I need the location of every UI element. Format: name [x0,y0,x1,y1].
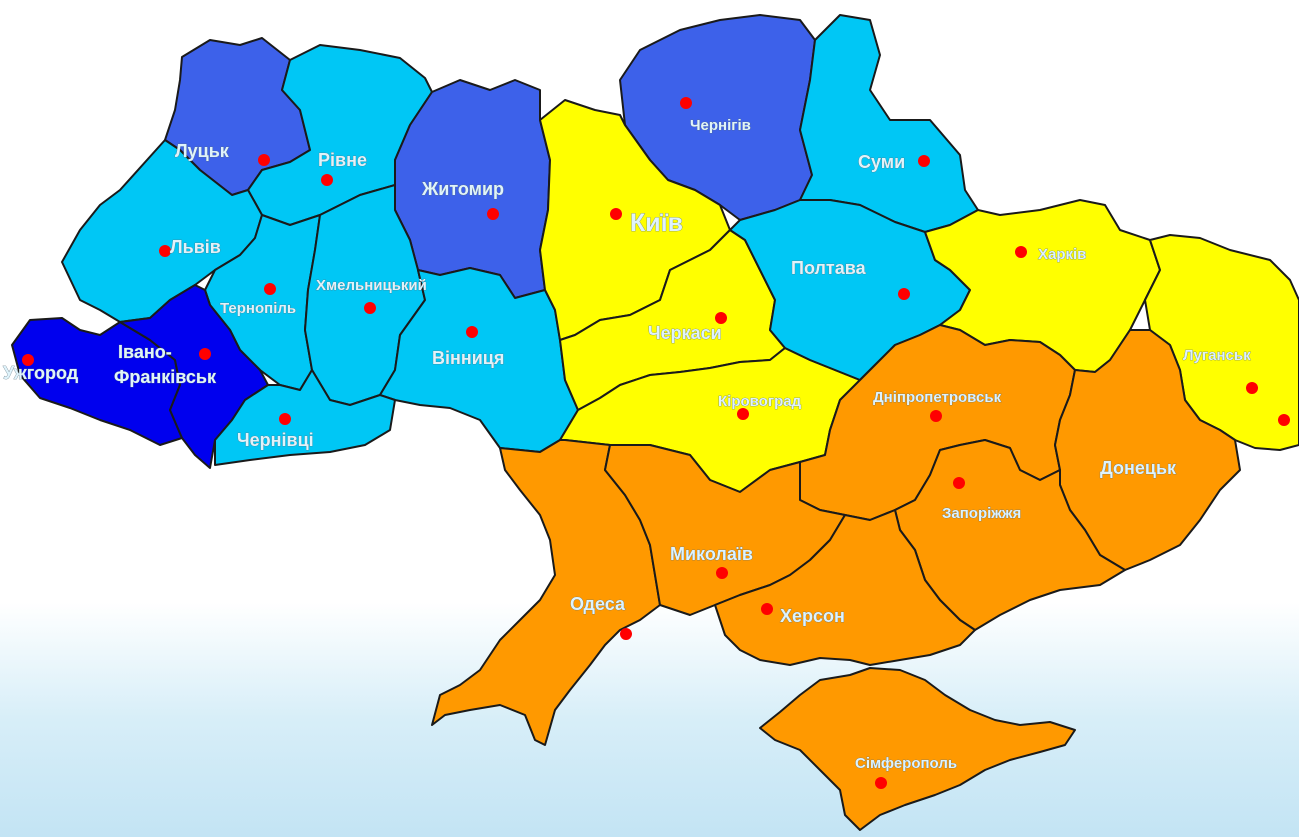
city-marker-kharkiv [1015,246,1027,258]
city-marker-chernihiv [680,97,692,109]
city-label-uzhhorod: Ужгород [3,363,79,383]
city-label-kharkiv: Харків [1038,246,1086,263]
city-marker-odesa [620,628,632,640]
region-lviv[interactable] [61,139,263,323]
city-marker-zhytomyr [487,208,499,220]
city-label-poltava: Полтава [791,258,867,278]
city-label-donetsk: Донецьк [1100,458,1177,478]
city-label-ivano-frankivsk-line1: Івано- [118,342,172,362]
city-label-kherson: Херсон [780,606,845,626]
city-marker-cherkasy [715,312,727,324]
region-chernivtsi[interactable] [214,369,396,466]
city-marker-khmelnytskyi [364,302,376,314]
city-marker-luhansk-east [1278,414,1290,426]
city-marker-lutsk [258,154,270,166]
city-marker-rivne [321,174,333,186]
city-label-chernivtsi: Чернівці [237,430,314,450]
city-label-zhytomyr: Житомир [421,179,504,199]
city-marker-uzhhorod [22,354,34,366]
city-marker-chernivtsi [279,413,291,425]
city-marker-kherson [761,603,773,615]
city-label-lutsk: Луцьк [175,141,230,161]
city-marker-kyiv [610,208,622,220]
city-label-kyiv: Київ [630,209,683,237]
city-label-kirovohrad: Кіровоград [718,393,802,410]
city-label-odesa: Одеса [570,594,626,614]
city-label-chernihiv: Чернігів [690,117,751,134]
city-label-mykolaiv: Миколаїв [670,544,753,564]
city-label-lviv: Львів [170,237,221,257]
city-label-dnipropetrovsk: Дніпропетровськ [873,389,1002,406]
city-marker-luhansk [1246,382,1258,394]
city-marker-lviv [159,245,171,257]
city-marker-poltava [898,288,910,300]
city-marker-dnipropetrovsk [930,410,942,422]
city-label-ivano-frankivsk-line2: Франківськ [114,367,217,387]
city-label-cherkasy: Черкаси [648,323,722,343]
city-label-khmelnytskyi: Хмельницький [316,277,427,294]
city-marker-simferopol [875,777,887,789]
city-marker-sumy [918,155,930,167]
city-label-sumy: Суми [858,152,905,172]
city-marker-kirovohrad [737,408,749,420]
city-label-simferopol: Сімферополь [855,755,957,772]
city-marker-ivano-frankivsk [199,348,211,360]
region-crimea[interactable] [759,667,1076,831]
city-marker-vinnytsia [466,326,478,338]
city-marker-mykolaiv [716,567,728,579]
city-label-rivne: Рівне [318,150,367,170]
region-kherson[interactable] [714,509,976,666]
city-label-vinnytsia: Вінниця [432,348,504,368]
city-label-ternopil: Тернопіль [220,300,296,317]
city-label-luhansk: Луганськ [1183,347,1251,364]
city-marker-ternopil [264,283,276,295]
city-label-zaporizhzhia: Запоріжжя [942,505,1021,522]
city-marker-zaporizhzhia [953,477,965,489]
